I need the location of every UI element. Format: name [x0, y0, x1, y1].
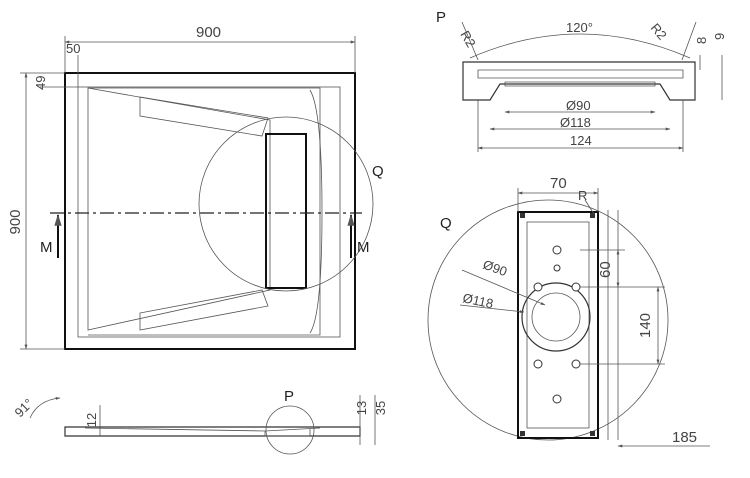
dim-124: 124 [570, 133, 592, 148]
dim-60: 60 [597, 261, 614, 278]
dim-140: 140 [637, 313, 654, 338]
detail-p-body [462, 61, 696, 101]
angle-arc-120 [469, 33, 691, 59]
dim-width-900: 900 [196, 24, 221, 41]
dim-dia-90-q: Ø90 [481, 257, 509, 280]
dim-dia-118-q: Ø118 [461, 290, 494, 311]
slope-band-top [139, 96, 269, 137]
dim-r2-right: R2 [648, 20, 670, 42]
tray-inner-edge [77, 86, 341, 338]
screw-hole [533, 282, 543, 292]
section-view: P 91° 12 13 35 [12, 388, 388, 455]
detail-q-circle [427, 199, 669, 441]
plan-view: Q M M 900 50 900 49 [7, 24, 384, 350]
tray-outline [64, 72, 356, 350]
dim-angle-120: 120° [566, 20, 593, 35]
dim-70: 70 [550, 175, 567, 192]
dim-9: 9 [712, 33, 727, 40]
detail-circle-p [265, 405, 315, 455]
screw-hole [571, 359, 581, 369]
dim-r: R [578, 188, 587, 203]
screw-hole [552, 245, 562, 255]
detail-p-waste [504, 81, 656, 87]
dim-offset-49: 49 [33, 76, 48, 90]
corner-mark [520, 213, 525, 218]
detail-p-title: P [436, 9, 446, 26]
dim-offset-50: 50 [66, 41, 80, 56]
dim-r2-left: R2 [457, 28, 478, 50]
dim-edge-13: 13 [354, 401, 369, 415]
dim-thickness-12: 12 [84, 413, 99, 427]
dim-height-900: 900 [7, 209, 24, 234]
detail-p-view: P 120° R2 R2 8 9 Ø90 Ø118 124 [436, 9, 727, 152]
screw-hole [553, 264, 561, 272]
dim-dia-118-p: Ø118 [560, 115, 591, 130]
angle-arc [29, 396, 61, 419]
dim-dia-90-p: Ø90 [566, 98, 591, 113]
screw-hole [533, 359, 543, 369]
detail-p-label: P [284, 388, 294, 405]
drain-channel [265, 133, 307, 289]
detail-q-title: Q [440, 215, 452, 232]
detail-q-channel [517, 211, 599, 439]
dim-angle-91: 91° [12, 396, 37, 421]
detail-q-view: Q 70 R Ø90 Ø118 [427, 175, 710, 448]
dim-8: 8 [694, 37, 709, 44]
corner-mark [590, 213, 595, 218]
dim-edge-35: 35 [373, 401, 388, 415]
dim-185: 185 [672, 429, 697, 446]
section-drain [264, 429, 311, 437]
section-label-left: M [40, 239, 53, 256]
sloped-surface [87, 87, 271, 331]
drain-outlet-inner [531, 292, 581, 342]
screw-hole [571, 282, 581, 292]
slope-band-bottom [139, 289, 269, 331]
corner-mark [520, 431, 525, 436]
section-label-right: M [357, 239, 370, 256]
corner-mark [590, 431, 595, 436]
detail-circle-q [198, 116, 374, 292]
detail-q-label: Q [372, 163, 384, 180]
drain-outlet-outer [521, 282, 591, 352]
screw-hole [552, 394, 562, 404]
